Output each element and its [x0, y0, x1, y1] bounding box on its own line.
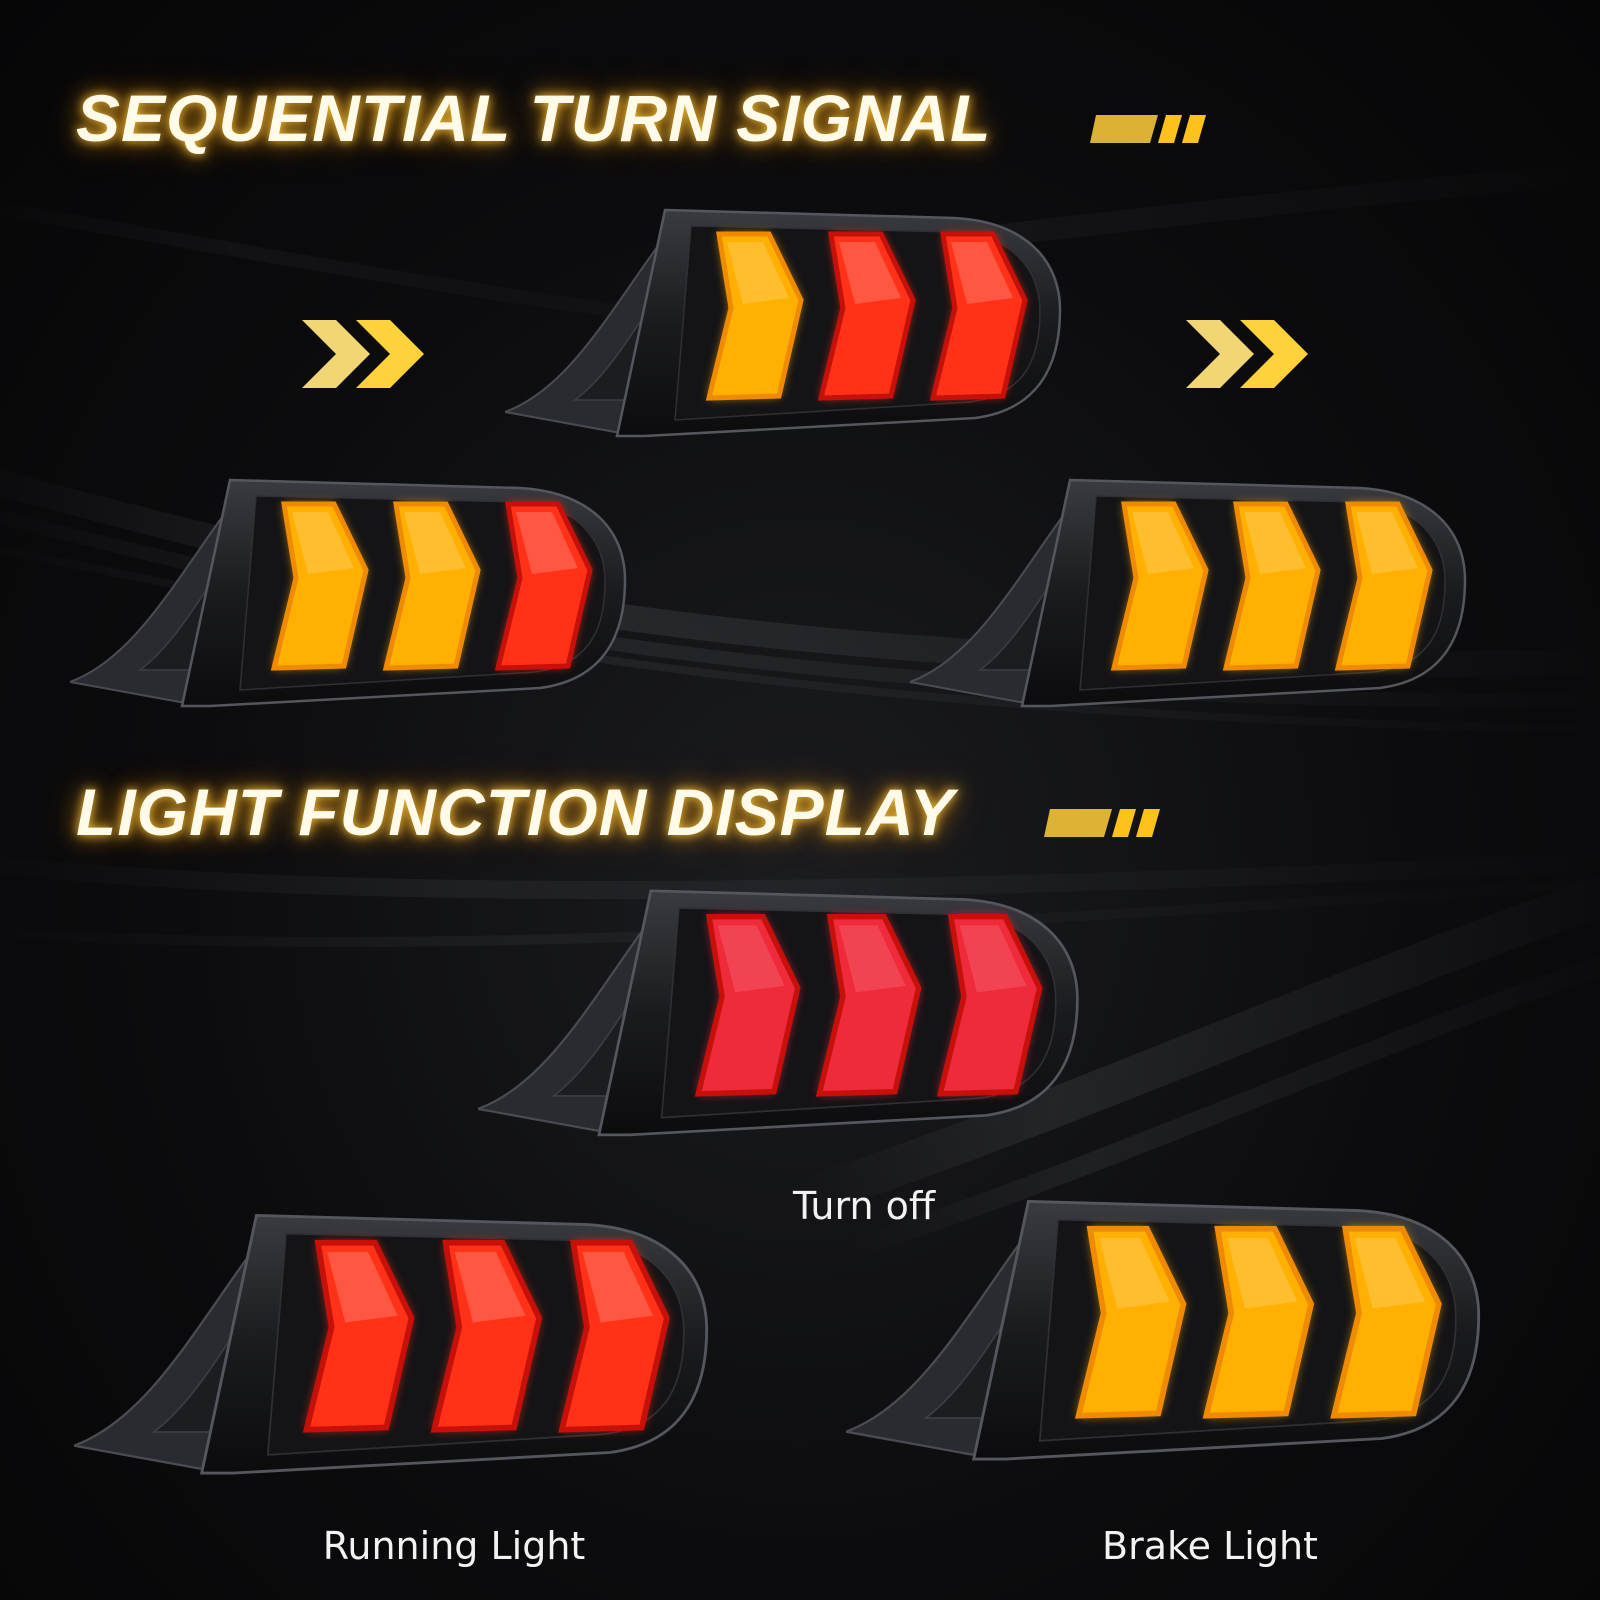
lamp-segment-highlight	[1356, 512, 1418, 574]
lamp-segment-3	[558, 1239, 670, 1433]
lamp-segment-highlight	[951, 242, 1013, 304]
double-chevron-right-icon	[1186, 320, 1308, 388]
caption-turn-off: Turn off	[792, 1184, 936, 1228]
lamp-segment-highlight	[727, 242, 789, 304]
lamp-segment-1	[302, 1239, 415, 1433]
lamp-segment-3	[1330, 1225, 1442, 1419]
lamp-segment-3	[936, 914, 1043, 1097]
section-title-functions: LIGHT FUNCTION DISPLAY	[76, 775, 955, 849]
lamp-segment-highlight	[404, 512, 466, 574]
lamp-segment-highlight	[516, 512, 578, 574]
lamp-segment-1	[270, 501, 369, 671]
lamp-segment-3	[929, 231, 1028, 401]
lamp-segment-1	[1110, 501, 1209, 671]
lamp-segment-2	[1202, 1225, 1315, 1419]
lamp-segment-1	[1074, 1225, 1187, 1419]
caption-brake-light: Brake Light	[1102, 1524, 1318, 1568]
lamp-segment-highlight	[327, 1251, 398, 1323]
lamp-segment-highlight	[1226, 1237, 1298, 1309]
speed-stripes-icon	[1090, 115, 1206, 143]
tail-lamp-turn-off	[478, 889, 1079, 1137]
lamp-segment-highlight	[717, 925, 785, 993]
tail-lamp-running-light	[74, 1213, 709, 1475]
section-title-sequential: SEQUENTIAL TURN SIGNAL	[76, 81, 992, 155]
lamp-segment-1	[694, 914, 801, 1097]
lamp-segment-2	[815, 914, 922, 1097]
lamp-segment-highlight	[454, 1251, 526, 1323]
lamp-segment-2	[1222, 501, 1321, 671]
caption-running-light: Running Light	[322, 1524, 586, 1568]
lamp-segment-2	[382, 501, 481, 671]
tail-lamp-brake-light	[846, 1199, 1481, 1461]
lamp-segment-highlight	[292, 512, 354, 574]
lamp-segment-highlight	[959, 925, 1027, 993]
lamp-segment-highlight	[1244, 512, 1306, 574]
lamp-segment-1	[705, 231, 804, 401]
lamp-segment-highlight	[582, 1251, 654, 1323]
lamp-segment-highlight	[838, 925, 906, 993]
tail-lamp-sequence-3	[910, 478, 1467, 708]
tail-lamp-sequence-2	[70, 478, 627, 708]
lamp-segment-2	[430, 1239, 543, 1433]
lamp-segment-highlight	[1132, 512, 1194, 574]
lamp-segment-3	[494, 501, 593, 671]
lamp-segment-highlight	[839, 242, 901, 304]
lamp-segment-3	[1334, 501, 1433, 671]
tail-lamp-sequence-1	[505, 208, 1062, 438]
lamp-segment-2	[817, 231, 916, 401]
double-chevron-right-icon	[302, 320, 424, 388]
lamp-segment-highlight	[1354, 1237, 1426, 1309]
lamp-segment-highlight	[1099, 1237, 1170, 1309]
speed-stripes-icon	[1044, 809, 1160, 837]
